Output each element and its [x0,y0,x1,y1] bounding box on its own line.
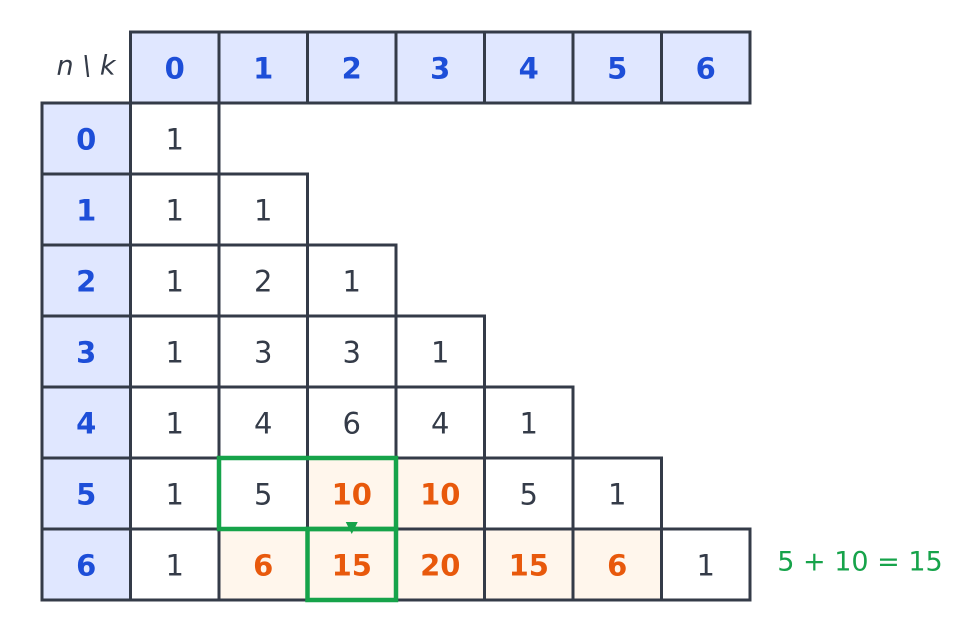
column-header-k0: 0 [165,52,185,86]
row-header-n4: 4 [76,407,96,441]
value-cell-n5-k5-box [571,456,663,531]
column-header-k6-box [660,30,752,105]
value-cell-n4-k0: 1 [166,407,184,441]
column-header-k5: 5 [607,52,627,86]
value-cell-n6-k3-box [394,527,486,602]
value-cell-n6-k5: 6 [607,549,627,583]
value-cell-n4-k1-box [217,385,309,460]
value-cell-n5-k0: 1 [166,478,184,512]
row-header-n3: 3 [76,336,96,370]
row-header-n2: 2 [76,265,96,299]
value-cell-n2-k0-box [129,243,221,318]
row-header-n0-box [40,101,132,176]
value-cell-n4-k4-box [483,385,575,460]
value-cell-n5-k3: 10 [420,478,460,512]
value-cell-n1-k1-box [217,172,309,247]
value-cell-n4-k4: 1 [520,407,538,441]
column-header-k2-box [306,30,398,105]
row-header-n1: 1 [76,194,96,228]
value-cell-n4-k3: 4 [431,407,449,441]
column-header-k1-box [217,30,309,105]
value-cell-n3-k2: 3 [343,336,361,370]
value-cell-n6-k6-box [660,527,752,602]
value-cell-n6-k0: 1 [166,549,184,583]
value-cell-n3-k3: 1 [431,336,449,370]
value-cell-n5-k4: 5 [520,478,538,512]
row-header-n5: 5 [76,478,96,512]
row-header-n6-box [40,527,132,602]
column-header-k4: 4 [519,52,539,86]
column-header-k1: 1 [253,52,273,86]
row-header-n0: 0 [76,123,96,157]
value-cell-n2-k1: 2 [254,265,272,299]
value-cell-n2-k2: 1 [343,265,361,299]
value-cell-n5-k1: 5 [254,478,272,512]
column-header-k4-box [483,30,575,105]
column-header-k6: 6 [696,52,716,86]
value-cell-n4-k2: 6 [343,407,361,441]
value-cell-n6-k6: 1 [697,549,715,583]
value-cell-n3-k0: 1 [166,336,184,370]
row-header-n6: 6 [76,549,96,583]
value-cell-n6-k1: 6 [253,549,273,583]
value-cell-n6-k0-box [129,527,221,602]
value-cell-n3-k2-box [306,314,398,389]
value-cell-n2-k2-box [306,243,398,318]
value-cell-n6-k4: 15 [509,549,549,583]
value-cell-n6-k4-box [483,527,575,602]
value-cell-n3-k1: 3 [254,336,272,370]
value-cell-n4-k2-box [306,385,398,460]
arrow-down-icon [345,522,358,534]
value-cell-n6-k3: 20 [420,549,460,583]
value-cell-n6-k5-box [571,527,663,602]
value-cell-n6-k2: 15 [332,549,372,583]
highlight-overlay [216,455,399,603]
corner-label: n \ k [56,51,116,82]
value-cell-n4-k1: 4 [254,407,272,441]
value-cell-n1-k1: 1 [254,194,272,228]
value-cell-n1-k0: 1 [166,194,184,228]
value-cell-n5-k2: 10 [332,478,372,512]
row-header-n5-box [40,456,132,531]
value-cell-n2-k0: 1 [166,265,184,299]
value-cell-n0-k0: 1 [166,123,184,157]
value-cell-n5-k5: 1 [608,478,626,512]
recurrence-equation: 5 + 10 = 15 [777,547,942,578]
column-header-k3: 3 [430,52,450,86]
value-cell-n4-k0-box [129,385,221,460]
column-header-k2: 2 [342,52,362,86]
